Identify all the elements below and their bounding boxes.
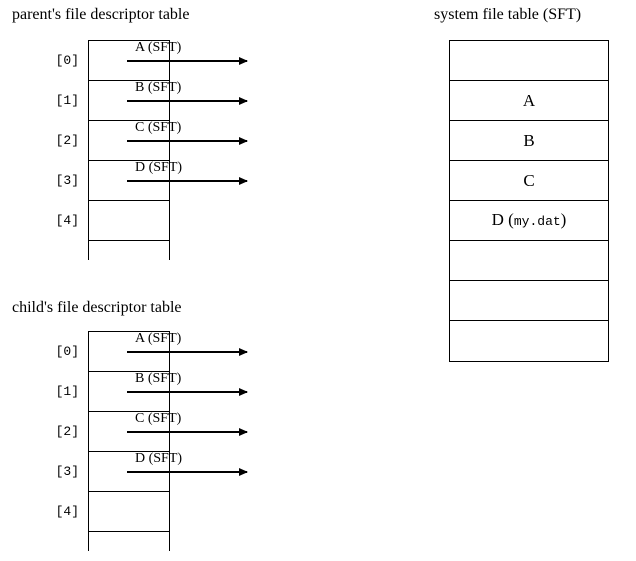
fd-row: [4] (56, 491, 170, 531)
fd-pointer-arrow (127, 391, 247, 393)
fd-table-open-tail (88, 531, 170, 551)
fd-row: [2] C (SFT) (56, 411, 247, 451)
fd-pointer-label: A (SFT) (135, 330, 182, 346)
fd-row-index: [0] (55, 52, 79, 68)
fd-pointer-label: B (SFT) (135, 370, 182, 386)
fd-row-index: [2] (55, 132, 79, 148)
fd-row-index: [1] (55, 383, 79, 399)
sft-row: A (450, 81, 608, 121)
fd-pointer-label: C (SFT) (135, 119, 182, 135)
fd-row: [3] D (SFT) (56, 160, 247, 200)
sft-label-filename: my.dat (513, 213, 561, 229)
sft-row (450, 321, 608, 361)
fd-row: [1] B (SFT) (56, 80, 247, 120)
fd-table-open-tail (88, 240, 170, 260)
sft-row (450, 281, 608, 321)
fd-pointer-arrow (127, 180, 247, 182)
fd-row: [3] D (SFT) (56, 451, 247, 491)
system-file-table-title: system file table (SFT) (434, 6, 582, 23)
parent-file-descriptor-table: [0] A (SFT) [1] B (SFT) [2] C (SFT) [3] D (SFT)… (56, 40, 247, 260)
fd-row-index: [2] (55, 423, 79, 439)
fd-row-index: [3] (55, 463, 79, 479)
fd-row-index: [1] (55, 92, 79, 108)
fd-row: [4] (56, 200, 170, 240)
child-table-title: child's file descriptor table (12, 299, 182, 316)
sft-label-close: ) (560, 209, 567, 229)
child-file-descriptor-table: [0] A (SFT) [1] B (SFT) [2] C (SFT) [3] D (SFT)… (56, 331, 247, 551)
fd-row: [2] C (SFT) (56, 120, 247, 160)
fd-row: [1] B (SFT) (56, 371, 247, 411)
fd-row-index: [0] (55, 343, 79, 359)
fd-pointer-arrow (127, 431, 247, 433)
sft-row (450, 241, 608, 281)
sft-row: B (450, 121, 608, 161)
fd-pointer-label: D (SFT) (135, 159, 183, 175)
sft-row-label: C (523, 170, 535, 190)
fd-row-index: [3] (55, 172, 79, 188)
sft-row (450, 41, 608, 81)
fd-row-index: [4] (55, 212, 79, 228)
fd-row: [0] A (SFT) (56, 331, 247, 371)
sft-row: D (my.dat) (450, 201, 608, 241)
fd-pointer-arrow (127, 471, 247, 473)
fd-pointer-arrow (127, 100, 247, 102)
fd-pointer-arrow (127, 140, 247, 142)
sft-row-label: D (my.dat) (491, 209, 567, 231)
fd-pointer-label: A (SFT) (135, 39, 182, 55)
parent-table-title: parent's file descriptor table (12, 6, 190, 23)
sft-label-text: D ( (491, 209, 514, 229)
fd-pointer-label: D (SFT) (135, 450, 183, 466)
sft-row-label: A (522, 90, 536, 110)
fd-pointer-arrow (127, 351, 247, 353)
sft-row: C (450, 161, 608, 201)
fd-row-index: [4] (55, 503, 79, 519)
fd-pointer-arrow (127, 60, 247, 62)
fd-pointer-label: C (SFT) (135, 410, 182, 426)
sft-row-label: B (523, 130, 535, 150)
fd-row: [0] A (SFT) (56, 40, 247, 80)
fd-pointer-label: B (SFT) (135, 79, 182, 95)
